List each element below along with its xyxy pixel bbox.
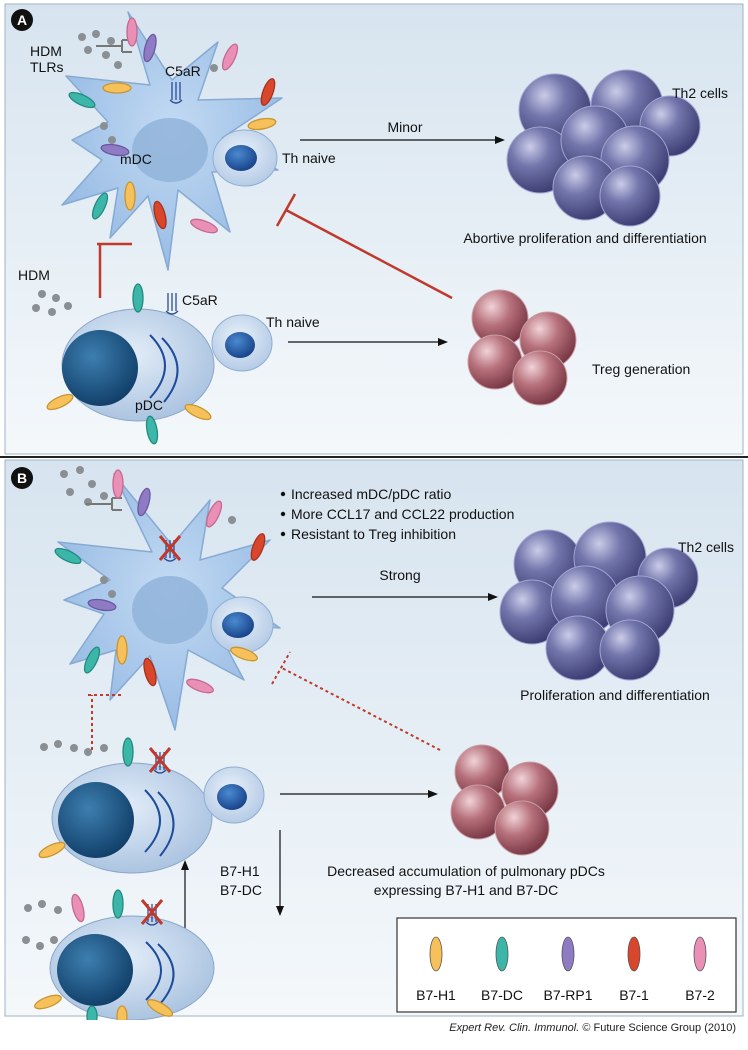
c5ar-label-top: C5aR [165, 63, 201, 79]
legend-swatch [561, 936, 575, 972]
b7-dc-label: B7-DC [220, 882, 262, 898]
treg-arrow-head-b [428, 790, 438, 798]
th2-cells-label-b: Th2 cells [678, 539, 734, 555]
treg-inhibit-line-a [285, 208, 453, 300]
c5ar-blocked-icon-b2 [148, 747, 172, 774]
hdm-particles-b2 [40, 740, 108, 756]
strong-label: Strong [379, 567, 420, 583]
hdm-particles-b1 [60, 466, 236, 598]
up-arrow-head [181, 860, 189, 870]
legend-swatch [429, 936, 443, 972]
mdc-cell-a [61, 11, 283, 271]
pdc-b1-ligands [38, 737, 134, 859]
legend-swatch [495, 936, 509, 972]
hdm-label-top: HDM [30, 43, 62, 59]
panel-b-letter: B [17, 470, 27, 486]
legend-label: B7-1 [619, 987, 649, 1003]
legend-label: B7-DC [481, 987, 523, 1003]
c5ar-receptor-icon-a1 [169, 82, 183, 104]
panel-a-badge [11, 9, 33, 31]
legend-items: B7-H1 B7-DC B7-RP1 B7-1 B7-2 [416, 936, 715, 1003]
figure-caption: Expert Rev. Clin. Immunol. © Future Scie… [0, 1022, 736, 1034]
legend-label: B7-2 [685, 987, 715, 1003]
mdc-a-ligands [68, 17, 277, 234]
hdm-particles-b3 [22, 900, 62, 950]
decreased-line-1: Decreased accumulation of pulmonary pDCs [327, 863, 605, 879]
th-naive-cell-b [210, 596, 274, 654]
pdc-label: pDC [135, 397, 163, 413]
c5ar-blocked-icon-b1 [158, 535, 182, 562]
bullet-1: Increased mDC/pDC ratio [291, 486, 451, 502]
decreased-line-2: expressing B7-H1 and B7-DC [374, 882, 558, 898]
c5ar-blocked-icon-b3 [140, 899, 164, 926]
th-naive-label-a2: Th naive [266, 314, 320, 330]
tlr-receptor-icon-b [86, 497, 122, 511]
treg-inhibit-bar-b [271, 651, 291, 685]
treg-inhibit-bar-a [275, 193, 297, 227]
bullet-3: Resistant to Treg inhibition [291, 526, 456, 542]
bullet-2: More CCL17 and CCL22 production [291, 506, 514, 522]
th-naive-cell-a2 [211, 314, 273, 372]
caption-journal: Expert Rev. Clin. Immunol. [449, 1022, 580, 1034]
th2-cluster-b [499, 521, 699, 681]
c5ar-label-bottom: C5aR [182, 292, 218, 308]
caption-copyright: © Future Science Group (2010) [582, 1022, 736, 1034]
b7-h1-label: B7-H1 [220, 863, 260, 879]
treg-cluster-a [467, 289, 577, 406]
hdm-label-bottom: HDM [18, 267, 50, 283]
pdc-cell-a [61, 308, 215, 422]
treg-cluster-b [450, 744, 559, 856]
pdc-cell-b1 [51, 762, 213, 874]
mdc-label: mDC [120, 151, 152, 167]
panel-a-letter: A [17, 12, 27, 28]
mdc-b-ligands [54, 469, 266, 694]
pdc-cell-b2 [49, 915, 215, 1021]
hdm-particles-bottom [32, 290, 72, 316]
strong-arrow-head [488, 593, 498, 601]
hdm-particles-top [78, 30, 218, 144]
th-naive-label-a: Th naive [282, 150, 336, 166]
tlr-receptor-icon [96, 39, 132, 53]
tlrs-label: TLRs [30, 59, 63, 75]
minor-label: Minor [387, 119, 422, 135]
legend-label: B7-RP1 [543, 987, 592, 1003]
figure-canvas: A B mDC Th naive HDM TLRs C5aR [0, 3, 748, 1027]
th-naive-cell-a [212, 129, 278, 187]
th2-cluster-a [506, 69, 701, 227]
minor-arrow-head [495, 136, 505, 144]
th-naive-cell-b2 [203, 766, 265, 824]
c5ar-receptor-icon-a2 [165, 293, 179, 315]
th2-cells-label-a: Th2 cells [672, 85, 728, 101]
down-arrow-head [276, 906, 284, 916]
legend-label: B7-H1 [416, 987, 456, 1003]
legend-swatch [693, 936, 707, 972]
treg-arrow-head-a [438, 338, 448, 346]
legend-swatch [627, 936, 641, 972]
pdc-a-ligands [46, 283, 212, 445]
panel-b-badge [11, 467, 33, 489]
abortive-label: Abortive proliferation and differentiati… [463, 230, 706, 246]
bullet-list: Increased mDC/pDC ratio More CCL17 and C… [280, 486, 514, 542]
treg-generation-label: Treg generation [592, 361, 690, 377]
proliferation-label: Proliferation and differentiation [520, 687, 710, 703]
